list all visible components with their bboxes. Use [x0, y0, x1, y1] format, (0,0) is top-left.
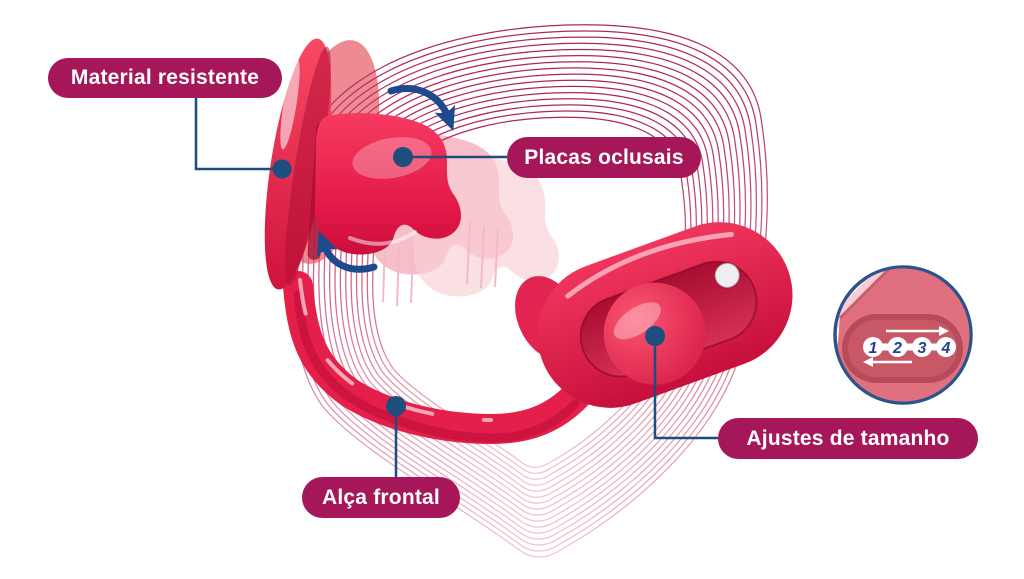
anchor-dot-material: [272, 159, 292, 179]
callout-label: Material resistente: [70, 66, 260, 89]
size-number-1: 1: [869, 340, 878, 357]
motion-ghost-lines: [382, 221, 499, 307]
size-number-4: 4: [941, 340, 951, 357]
callout-alca-frontal: Alça frontal: [302, 477, 460, 518]
callout-material-resistente: Material resistente: [48, 58, 282, 98]
magnifier-inset: 1 2 3 4: [833, 265, 973, 405]
anchor-dots: [272, 147, 665, 416]
ring-gloss: [565, 231, 734, 299]
callout-placas-oclusais: Placas oclusais: [507, 137, 701, 178]
size-number-3: 3: [918, 340, 927, 357]
anchor-dot-placas: [393, 147, 413, 167]
size-adjuster: [537, 222, 793, 408]
size-number-2: 2: [892, 340, 902, 357]
adjustment-hole: [713, 261, 741, 289]
rotation-arrow-counterclockwise-icon: [316, 230, 378, 273]
inset-direction-arrows: [863, 326, 949, 367]
callout-label: Ajustes de tamanho: [746, 426, 950, 450]
dial-highlight: [613, 302, 661, 340]
occlusal-plate: [315, 113, 461, 255]
anchor-dot-ajustes: [645, 326, 665, 346]
rotation-arrow-clockwise-icon: [387, 85, 456, 132]
callout-label: Placas oclusais: [524, 145, 684, 169]
callout-label: Alça frontal: [322, 485, 440, 509]
anchor-dot-alca: [386, 396, 406, 416]
leader-ajustes: [653, 342, 718, 440]
leader-lines: [194, 98, 718, 477]
callout-ajustes-de-tamanho: Ajustes de tamanho: [718, 418, 978, 459]
size-scale: 1 2 3 4: [863, 337, 956, 357]
leader-material: [194, 98, 276, 171]
